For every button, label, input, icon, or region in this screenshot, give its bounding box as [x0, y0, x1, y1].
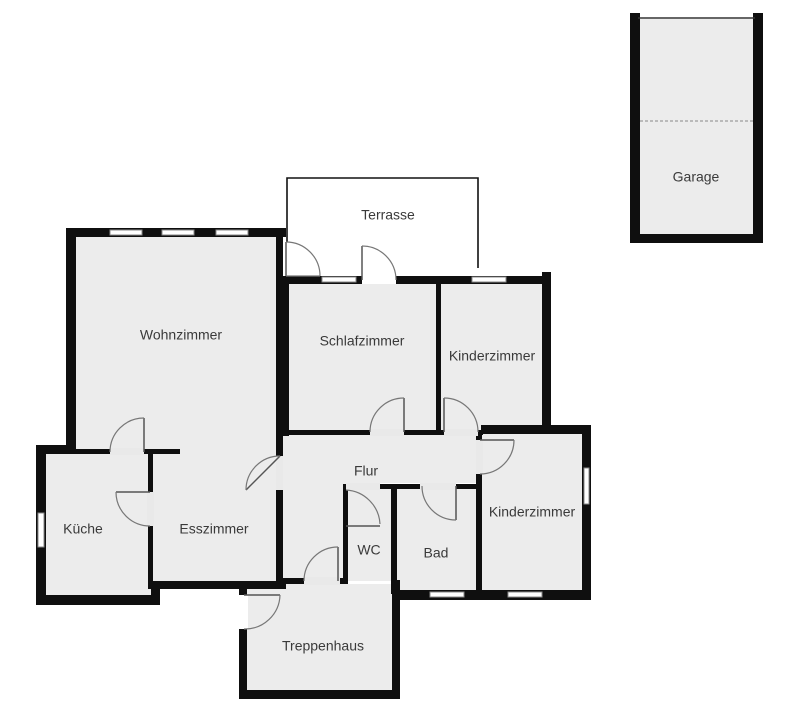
floor-esszimmer [150, 451, 280, 584]
label-flur: Flur [354, 463, 378, 479]
window [161, 229, 195, 236]
door-flur-treppenhaus [303, 546, 340, 585]
door-wohnzimmer-terrasse [283, 241, 321, 277]
floor-bad [396, 488, 478, 590]
terrasse-outline [286, 177, 479, 280]
label-terrasse: Terrasse [361, 207, 415, 223]
door-bad [420, 483, 457, 521]
label-treppenhaus: Treppenhaus [282, 638, 364, 654]
doors [109, 241, 515, 630]
label-garage: Garage [673, 169, 720, 185]
window [215, 229, 249, 236]
window [109, 229, 143, 236]
label-kinderzimmer-1: Kinderzimmer [449, 348, 536, 364]
door-kinderzimmer2-flur [476, 439, 515, 475]
windows [37, 229, 590, 598]
garage-structure [630, 13, 763, 243]
floor-wohnzimmer [75, 236, 283, 451]
window [321, 276, 357, 283]
floor-flur [282, 433, 480, 483]
label-wc: WC [357, 542, 380, 558]
floor-wc [346, 488, 392, 581]
floor-flur-lower [282, 483, 346, 583]
window [37, 512, 45, 548]
room-labels: Wohnzimmer Terrasse Schlafzimmer Kinderz… [63, 169, 719, 654]
label-wohnzimmer: Wohnzimmer [140, 327, 223, 343]
label-kueche: Küche [63, 521, 103, 537]
floor-kinderzimmer-2 [481, 434, 583, 592]
door-wc [345, 483, 381, 527]
door-treppenhaus-entrance [239, 594, 281, 630]
door-schlafzimmer-flur [369, 397, 405, 436]
floor-treppenhaus [247, 584, 392, 692]
door-wohnzimmer-kueche [109, 417, 145, 455]
window [507, 591, 543, 598]
label-kinderzimmer-2: Kinderzimmer [489, 504, 576, 520]
label-bad: Bad [424, 545, 449, 561]
door-wohnzimmer-flur [245, 455, 283, 491]
floor-areas [46, 19, 755, 692]
floor-garage [638, 19, 755, 235]
floor-schlafzimmer [289, 283, 437, 431]
door-kueche-esszimmer [115, 491, 154, 527]
window [471, 276, 507, 283]
window [583, 467, 590, 505]
floor-kinderzimmer-1 [441, 283, 543, 431]
door-kinderzimmer1-flur [443, 397, 479, 436]
door-schlafzimmer-terrasse [361, 245, 397, 284]
label-esszimmer: Esszimmer [179, 521, 249, 537]
label-schlafzimmer: Schlafzimmer [320, 333, 405, 349]
floor-kueche [46, 453, 152, 595]
window [429, 591, 465, 598]
